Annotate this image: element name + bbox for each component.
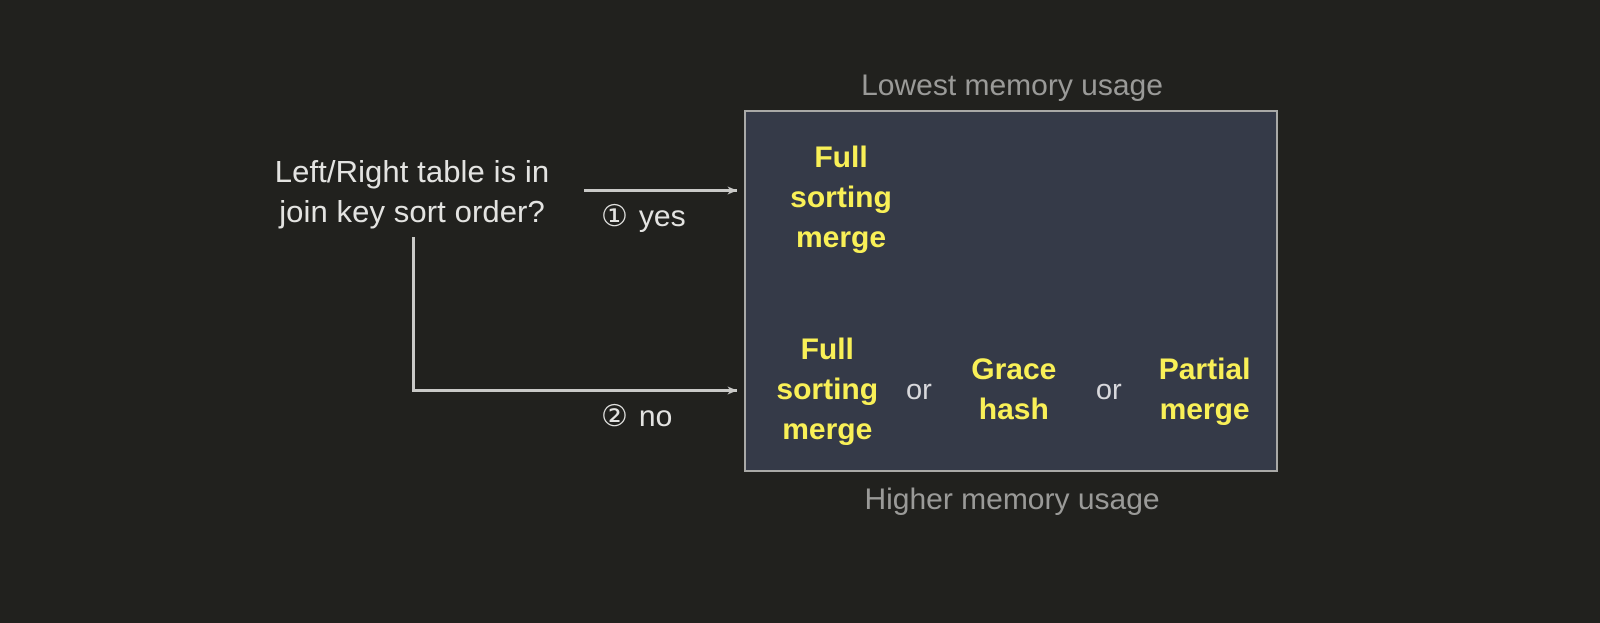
option-partial-merge: Partial merge [1158,353,1251,426]
arrow-no [412,237,738,395]
conjunction-or-2: or [1095,374,1122,406]
branch-label-no: ② no [601,400,672,434]
circled-number-2-icon: ② [601,400,628,433]
branch-yes-text: yes [638,200,686,233]
option-full-sorting-merge-top: Full sorting merge [790,141,892,254]
option-grace-hash: Grace hash [971,353,1057,426]
branch-no-text: no [638,400,673,433]
branch-label-yes: ① yes [601,200,686,234]
conjunction-or-1: or [905,374,932,406]
question-line-1: Left/Right table is in [274,154,550,189]
caption-lowest-memory: Lowest memory usage [861,69,1163,102]
caption-higher-memory: Higher memory usage [864,483,1160,516]
option-row-unsorted: Full sorting merge or Grace hash or Part… [746,330,1276,450]
option-row-sorted: Full sorting merge [746,138,1276,258]
question-line-2: join key sort order? [279,194,545,229]
join-options-box: Full sorting merge Full sorting merge or… [744,110,1278,472]
option-full-sorting-merge-bottom: Full sorting merge [776,333,879,446]
decision-question: Left/Right table is in join key sort ord… [232,152,592,232]
circled-number-1-icon: ① [601,200,628,233]
